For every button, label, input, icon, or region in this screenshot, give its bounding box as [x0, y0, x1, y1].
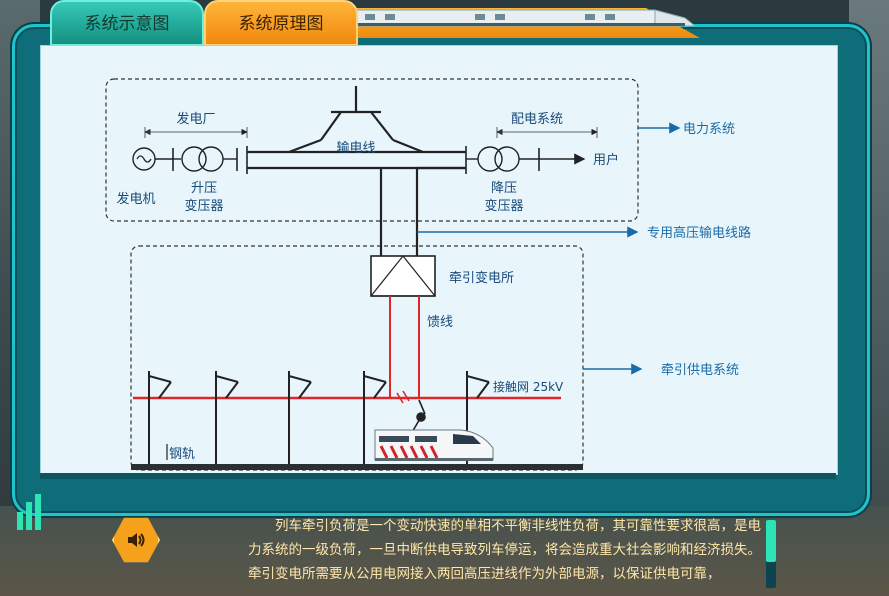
bar-chart-icon [17, 494, 41, 530]
speaker-icon [128, 533, 145, 547]
caption-text: 列车牵引负荷是一个变动快速的单相不平衡非线性负荷，其可靠性要求很高，是电力系统的… [248, 518, 761, 582]
step-up-label-line1: 升压 [191, 181, 217, 196]
user-label: 用户 [593, 152, 619, 168]
rail-label: 钢轨 [169, 447, 195, 462]
step-down-transformer-symbol [477, 146, 503, 172]
transmission-line-label: 输电线 [336, 140, 375, 156]
traction-substation-label: 牵引变电所 [449, 270, 514, 286]
caption-scrollbar[interactable] [766, 520, 776, 588]
traction-system-box [130, 245, 584, 471]
rail-track [131, 464, 583, 470]
catenary-mast [288, 371, 312, 466]
power-system-label: 电力系统 [683, 122, 735, 137]
tab-system-principle[interactable]: 系统原理图 [204, 0, 358, 46]
catenary-mast [215, 371, 239, 466]
power-system-box [105, 78, 639, 222]
generator-label: 发电机 [116, 191, 155, 207]
traction-system-label: 牵引供电系统 [661, 363, 739, 378]
step-up-transformer-symbol [181, 146, 207, 172]
caption-panel: 列车牵引负荷是一个变动快速的单相不平衡非线性负荷，其可靠性要求很高，是电力系统的… [150, 514, 770, 596]
dedicated-line-label: 专用高压输电线路 [647, 225, 751, 241]
power-supply-diagram: 发电厂 配电系统 电力系统 发电机 升压 变压器 输电线 [105, 78, 751, 471]
train-graphic [374, 429, 494, 461]
traction-substation-symbol [370, 255, 436, 297]
scrollbar-thumb[interactable] [766, 520, 776, 562]
pantograph-symbol [410, 399, 426, 435]
tab-system-overview[interactable]: 系统示意图 [50, 0, 204, 46]
step-up-label-line2: 变压器 [184, 198, 223, 214]
header-train-graphic [355, 9, 695, 27]
sound-button[interactable] [112, 517, 160, 563]
catenary-mast [148, 371, 172, 466]
catenary-mast [363, 371, 387, 466]
step-down-label-line2: 变压器 [484, 198, 523, 214]
distribution-system-label: 配电系统 [511, 112, 563, 127]
step-down-label-line1: 降压 [491, 181, 517, 196]
feeder-label: 馈线 [427, 315, 453, 330]
canvas-bottom-bar [40, 473, 836, 479]
power-plant-label: 发电厂 [176, 111, 215, 127]
catenary-label: 接触网 25kV [493, 379, 564, 394]
diagram-canvas: 发电厂 配电系统 电力系统 发电机 升压 变压器 输电线 [40, 45, 838, 475]
